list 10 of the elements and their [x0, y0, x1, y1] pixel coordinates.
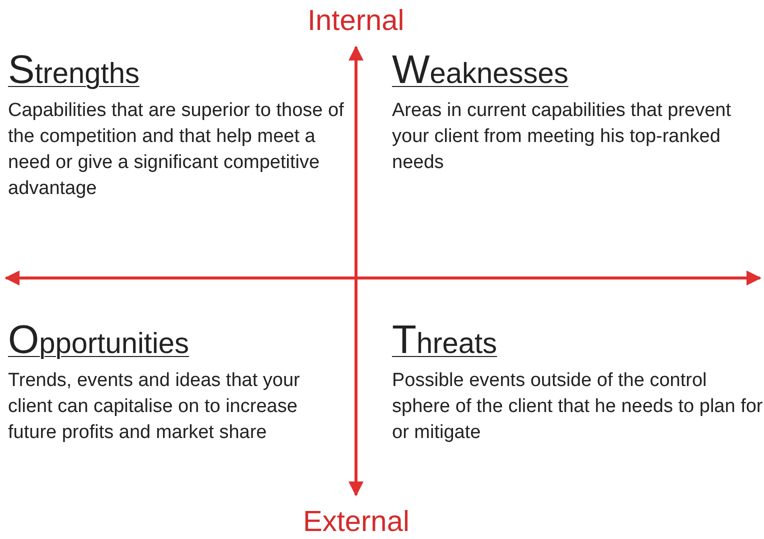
opportunities-heading: Opportunities: [8, 320, 190, 364]
quadrant-description: Areas in current capabilities that prevent your client from meeting his top-ranked needs: [392, 99, 732, 175]
external-axis-label: External: [303, 505, 410, 539]
threats-heading: Threats: [392, 320, 498, 364]
strengths-heading: Strengths: [8, 50, 140, 94]
quadrant-description: Possible events outside of the control sphere of the client that he needs to plan for or mitigate: [392, 369, 764, 445]
quadrant-description: Trends, events and ideas that your client can capitalise on to increase future profits and market share: [8, 369, 301, 445]
weaknesses-heading: Weaknesses: [392, 50, 568, 94]
quadrant-description: Capabilities that are superior to those of the competition and that help meet a need or give a significant competitive advantage: [8, 99, 345, 201]
internal-axis-label: Internal: [308, 4, 404, 38]
